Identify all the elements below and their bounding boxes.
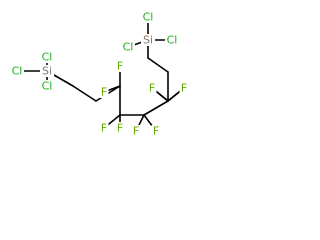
atom-label-si: Si [143, 34, 153, 47]
atom-label-background [165, 34, 179, 46]
atom-label-cl: Cl [143, 11, 154, 24]
atom-label-f: F [101, 122, 107, 135]
atom-label-cl: Cl [12, 65, 23, 78]
atom-label-f: F [149, 82, 155, 95]
atom-label-background [40, 65, 54, 77]
atom-label-background [131, 125, 141, 137]
atom-label-f: F [101, 86, 107, 99]
atom-label-si: Si [42, 65, 52, 78]
atom-label-cl: Cl [123, 41, 134, 54]
atom-label-background [99, 122, 109, 134]
atom-label-background [141, 11, 155, 23]
atom-label-background [40, 51, 54, 63]
atom-label-cl: Cl [42, 51, 53, 64]
atom-label-f: F [117, 60, 123, 73]
atom-label-background [115, 60, 125, 72]
bond-14 [143, 100, 169, 116]
bond-4 [72, 85, 97, 102]
atom-label-background [40, 80, 54, 92]
atom-label-f: F [133, 125, 139, 138]
bond-21 [147, 57, 169, 73]
atom-label-background [10, 65, 24, 77]
atom-label-f: F [117, 122, 123, 135]
atom-label-background [141, 34, 155, 46]
atom-label-f: F [181, 82, 187, 95]
atom-label-background [147, 82, 157, 94]
atom-label-cl: Cl [42, 80, 53, 93]
atom-label-background [179, 82, 189, 94]
atom-label-background [151, 125, 161, 137]
atom-label-background [115, 122, 125, 134]
atom-label-f: F [153, 125, 159, 138]
atom-label-cl: Cl [167, 34, 178, 47]
atom-label-background [121, 41, 135, 53]
atom-label-background [99, 86, 109, 98]
